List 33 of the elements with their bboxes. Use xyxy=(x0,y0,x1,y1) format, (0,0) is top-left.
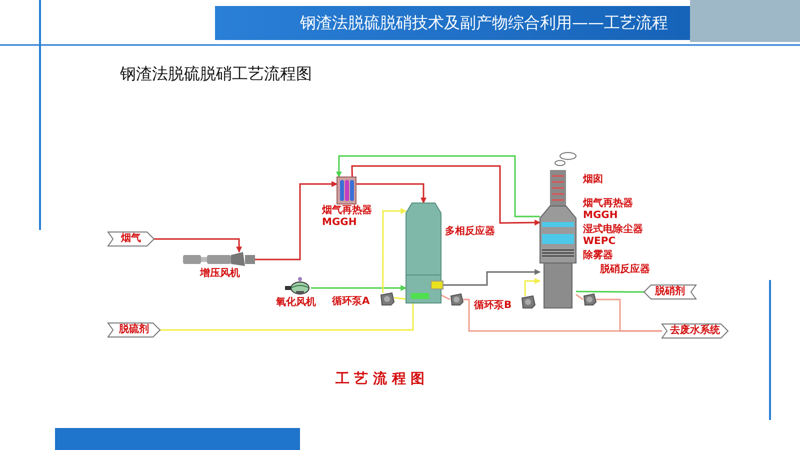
equipment-label: 氧化风机 xyxy=(276,297,317,309)
equipment-label: 循环泵A xyxy=(332,296,371,308)
flow-arrow xyxy=(351,165,541,226)
diagram-caption: 工 艺 流 程 图 xyxy=(334,370,426,388)
inlet-outlet-tag: 脱硫剂 xyxy=(108,323,160,337)
flow-arrow xyxy=(311,285,407,291)
pipe-line xyxy=(576,290,644,293)
pipe-line xyxy=(596,298,662,332)
pipe-line xyxy=(440,294,450,300)
equipment-label: 烟囱 xyxy=(583,174,604,186)
flow-arrow xyxy=(336,155,540,218)
header-title: 钢渣法脱硫脱硝技术及副产物综合利用——工艺流程 xyxy=(300,13,668,34)
equipment-label: 烟气再热器 MGGH xyxy=(322,205,373,229)
flow-arrow xyxy=(255,181,338,260)
pipe-line xyxy=(160,303,414,331)
pipe-line xyxy=(394,297,406,300)
inlet-outlet-tag: 烟气 xyxy=(108,232,154,246)
equipment-label: 除雾器 xyxy=(583,250,614,262)
equipment-label: 烟气再热器 MGGH xyxy=(583,198,634,222)
inlet-outlet-tag: 去废水系统 xyxy=(662,324,728,338)
equipment-label: 湿式电除尘器 WEPC xyxy=(583,224,644,248)
equipment-label: 多相反应器 xyxy=(445,226,496,238)
equipment-label: 循环泵B xyxy=(474,300,513,312)
flow-arrow xyxy=(524,278,541,296)
pipe-line xyxy=(576,294,584,300)
inlet-outlet-tag: 脱硝剂 xyxy=(644,285,696,299)
flow-arrow xyxy=(441,269,541,286)
flow-arrow xyxy=(382,208,407,293)
equipment-label: 增压风机 xyxy=(200,268,241,280)
diagram-heading: 钢渣法脱硫脱硝工艺流程图 xyxy=(120,64,312,85)
flow-arrow xyxy=(154,238,242,253)
flow-arrow xyxy=(356,183,426,204)
equipment-label: 脱硝反应器 xyxy=(600,264,651,276)
